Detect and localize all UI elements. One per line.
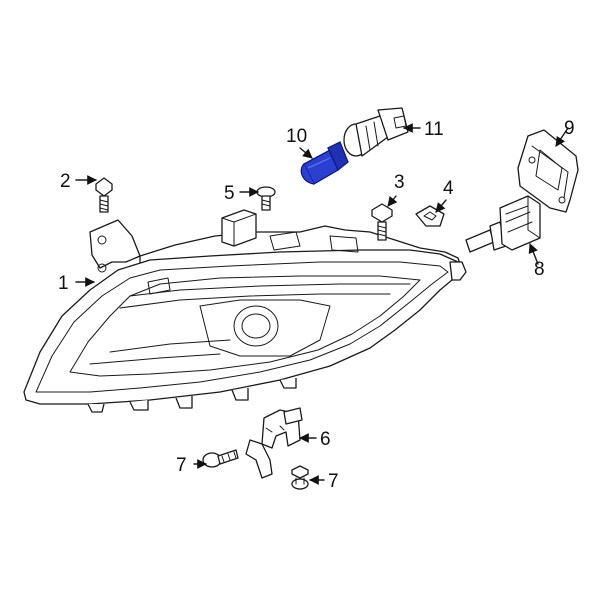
callout-6: 6: [320, 429, 331, 450]
hid-bulb-icon: [465, 195, 541, 253]
callout-7-right: 7: [328, 471, 339, 492]
callout-2: 2: [60, 171, 71, 192]
bolt-icon: [256, 186, 276, 211]
callout-10: 10: [286, 126, 307, 147]
bolt-icon: [291, 465, 309, 490]
headlamp-assembly-icon: [23, 209, 467, 413]
callout-4: 4: [443, 178, 454, 199]
bracket-icon: [245, 407, 303, 479]
callout-labels: 1 2 3 4 5 6 7 7 8 9 10 11: [58, 118, 575, 492]
callout-5: 5: [224, 183, 235, 204]
callout-3: 3: [394, 172, 405, 193]
callout-9: 9: [564, 118, 575, 139]
bulb-icon: [300, 141, 349, 185]
callout-1: 1: [58, 273, 69, 294]
bolt-icon: [371, 203, 393, 241]
callout-arrows: [75, 123, 569, 485]
clip-icon: [415, 205, 445, 227]
bulb-socket-icon: [343, 107, 409, 157]
bolt-icon: [95, 177, 113, 213]
callout-8: 8: [534, 259, 545, 280]
callout-11: 11: [424, 119, 444, 140]
callout-7-left: 7: [176, 455, 187, 476]
bolt-icon: [202, 449, 239, 468]
